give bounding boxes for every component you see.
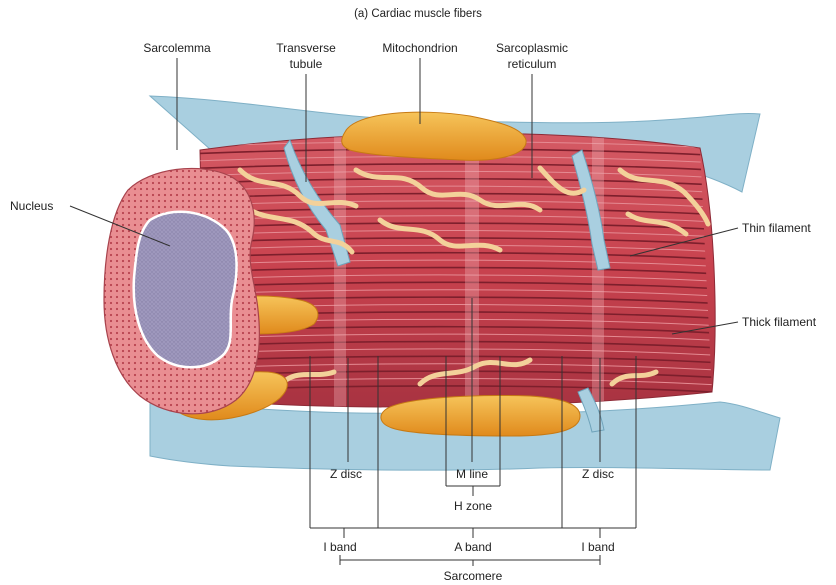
label-sarcoplasmic-reticulum-2: reticulum: [508, 57, 557, 71]
label-a-band: A band: [454, 540, 491, 554]
label-z-disc-right: Z disc: [582, 467, 614, 481]
label-h-zone: H zone: [454, 499, 492, 513]
label-sarcolemma: Sarcolemma: [143, 41, 211, 55]
nucleus-shape: [134, 212, 237, 368]
light-band: [334, 130, 346, 420]
label-z-disc-left: Z disc: [330, 467, 362, 481]
label-thick-filament: Thick filament: [742, 315, 817, 329]
label-i-band-right: I band: [581, 540, 614, 554]
label-i-band-left: I band: [323, 540, 356, 554]
fiber-cut-end: [104, 168, 259, 413]
label-mitochondrion: Mitochondrion: [382, 41, 457, 55]
light-band: [592, 130, 604, 420]
label-nucleus: Nucleus: [10, 199, 53, 213]
label-sarcoplasmic-reticulum-1: Sarcoplasmic: [496, 41, 568, 55]
figure-title: (a) Cardiac muscle fibers: [354, 8, 482, 20]
label-thin-filament: Thin filament: [742, 221, 811, 235]
label-transverse-tubule-2: tubule: [290, 57, 323, 71]
label-m-line: M line: [456, 467, 488, 481]
label-sarcomere: Sarcomere: [444, 569, 503, 583]
label-transverse-tubule-1: Transverse: [276, 41, 336, 55]
